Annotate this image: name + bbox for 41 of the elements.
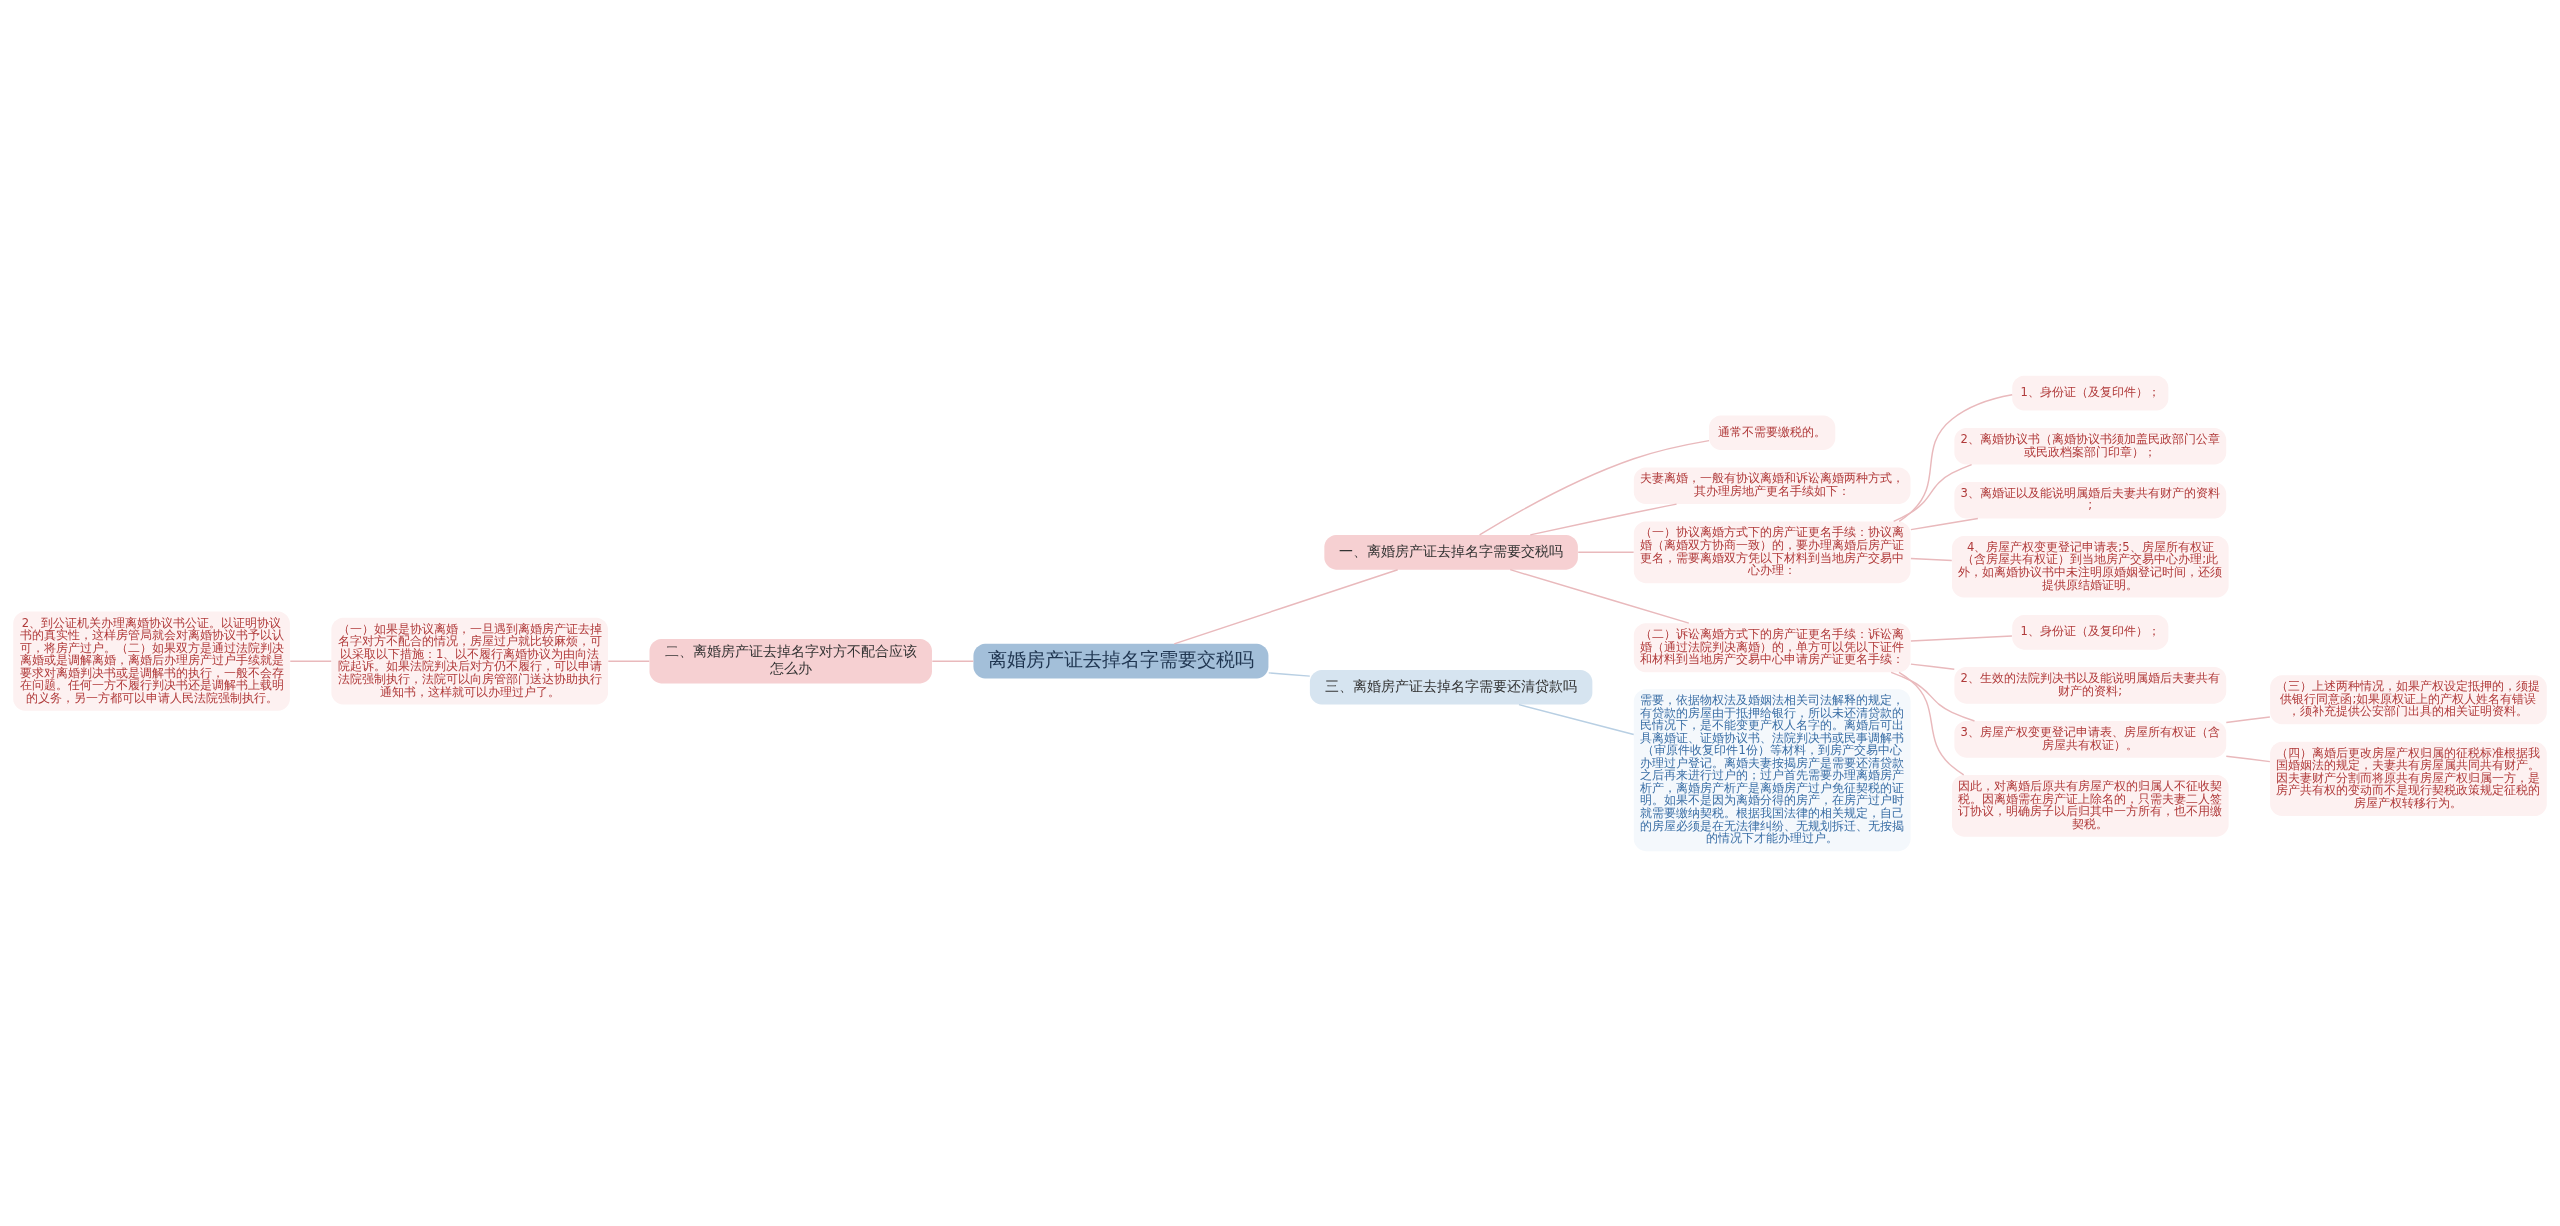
- connector: [1577, 551, 1635, 553]
- connector: [1529, 502, 1678, 536]
- node-box: 1、身份证（及复印件）；: [2012, 375, 2169, 411]
- node-box: （一）协议离婚方式下的房产证更名手续：协议离婚（离婚双方协商一致）的，要办理离婚后房产证更名，需要离婚双方凭以下材料到当地房产交易中心办理：: [1633, 520, 1911, 583]
- connector: [1910, 634, 2013, 642]
- connector: [1892, 463, 1973, 522]
- node-box: 2、生效的法院判决书以及能说明属婚后夫妻共有财产的资料;: [1954, 666, 2227, 704]
- node-box: 夫妻离婚，一般有协议离婚和诉讼离婚两种方式，其办理房地产更名手续如下：: [1633, 466, 1911, 504]
- connector: [1910, 557, 1953, 561]
- node-box: （四）离婚后更改房屋产权归属的征税标准根据我国婚姻法的规定，夫妻共有房屋属共同共有财产。因夫妻财产分割而将原共有房屋产权归属一方，是房产共有权的变动而不是现行契税政策规定征税的房屋产权转移行为。: [2270, 741, 2547, 816]
- node-box: 离婚房产证去掉名字需要交税吗: [973, 643, 1269, 679]
- connector: [2225, 715, 2271, 723]
- node-box: 因此，对离婚后原共有房屋产权的归属人不征收契税。因离婚需在房产证上除名的，只需夫妻二人签订协议，明确房子以后归其中一方所有，也不用缴契税。: [1951, 774, 2229, 837]
- node-box: 三、离婚房产证去掉名字需要还清贷款吗: [1309, 669, 1593, 705]
- connector: [1898, 393, 2013, 522]
- node-box: 一、离婚房产证去掉名字需要交税吗: [1324, 534, 1578, 570]
- connector: [1509, 568, 1690, 624]
- connector: [1910, 517, 1979, 530]
- node-box: （二）诉讼离婚方式下的房产证更名手续：诉讼离婚（通过法院判决离婚）的，单方可以凭以下证件和材料到当地房产交易中心申请房产证更名手续：: [1633, 622, 1911, 672]
- connector: [2225, 754, 2271, 762]
- connector: [1173, 568, 1399, 645]
- node-box: 3、离婚证以及能说明属婚后夫妻共有财产的资料;: [1954, 481, 2227, 519]
- node-box: 通常不需要缴税的。: [1709, 414, 1836, 450]
- connector: [931, 660, 975, 662]
- node-box: 3、房屋产权变更登记申请表、房屋所有权证（含房屋共有权证）。: [1954, 720, 2227, 758]
- node-box: 4、房屋产权变更登记申请表;5、房屋所有权证（含房屋共有权证）到当地房产交易中心办理;此外，如离婚协议书中未注明原婚姻登记时间，还须提供原结婚证明。: [1951, 535, 2229, 598]
- connector: [1518, 703, 1635, 735]
- connector: [1910, 662, 1955, 670]
- node-box: （三）上述两种情况，如果产权设定抵押的，须提供银行同意函;如果原权证上的产权人姓名有错误，须补充提供公安部门出具的相关证明资料。: [2270, 674, 2547, 724]
- node-box: （一）如果是协议离婚，一旦遇到离婚房产证去掉名字对方不配合的情况，房屋过户就比较麻烦，可以采取以下措施：1、以不履行离婚协议为由向法院起诉。如果法院判决后对方仍不履行，可以申请法院强制执行，法院可以向房管部门送达协助执行通知书，这样就可以办理过户了。: [331, 617, 609, 705]
- connector: [1478, 439, 1710, 536]
- node-box: 2、离婚协议书（离婚协议书须加盖民政部门公章或民政档案部门印章）；: [1954, 427, 2227, 465]
- connector: [1890, 671, 1976, 722]
- connector: [289, 660, 332, 662]
- connector: [607, 660, 650, 662]
- node-box: 1、身份证（及复印件）；: [2012, 614, 2169, 650]
- node-box: 需要，依据物权法及婚姻法相关司法解释的规定，有贷款的房屋由于抵押给银行，所以未还清贷款的民情况下，是不能变更产权人名字的。离婚后可出具离婚证、证婚协议书、法院判决书或民事调解书（审原件收复印件1份）等材料，到房产交易中心办理过户登记。离婚夫妻按揭房产是需要还清贷款之后再来进行过户的；过户首先需要办理离婚房产析产，离婚房产析产是离婚房产过户免征契税的证明。如果不是因为离婚分得的房产，在房产过户时就需要缴纳契税。根据我国法律的相关规定，自己的房屋必须是在无法律纠纷、无规划拆迁、无按揭的情况下才能办理过户。: [1633, 688, 1911, 851]
- connector: [1268, 671, 1311, 677]
- node-box: 二、离婚房产证去掉名字对方不配合应该怎么办: [649, 638, 932, 683]
- connector: [1898, 671, 1965, 776]
- node-box: 2、到公证机关办理离婚协议书公证。以证明协议书的真实性，这样房管局就会对离婚协议书予以认可，将房产过户。（二）如果双方是通过法院判决离婚或是调解离婚，离婚后办理房产过户手续就是要求对离婚判决书或是调解书的执行，一般不会存在问题。任何一方不履行判决书还是调解书上载明的义务，另一方都可以申请人民法院强制执行。: [13, 611, 290, 711]
